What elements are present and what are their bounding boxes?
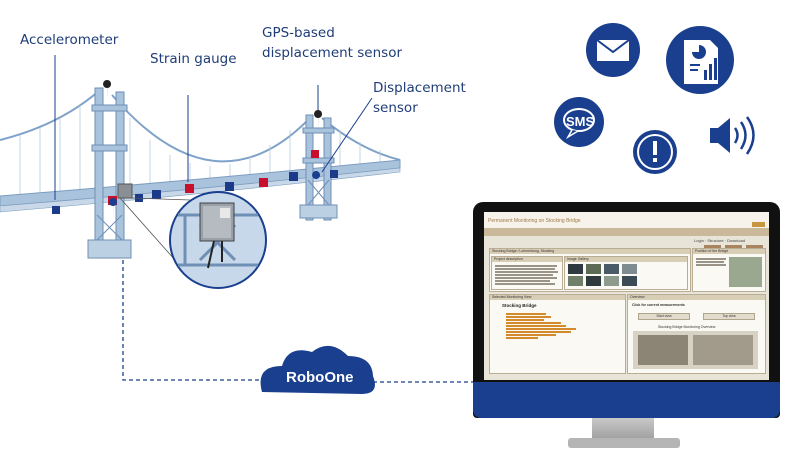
location-panel: Position of the Bridge [692,248,766,292]
top-view-button[interactable]: Top view [703,313,755,320]
gps-pin-icons [103,80,323,218]
sms-bubble-icon [554,97,604,147]
left-tower [87,87,132,259]
start-view-button[interactable]: Start view [638,313,690,320]
monitoring-app-screen: Permanent Monitoring on Stocking Bridge … [484,212,769,380]
project-description-panel: Project description [491,256,563,290]
selected-view-panel: Selected Monitoring View Stocking Bridge [489,294,626,374]
connection-line-bridge-to-cloud [122,225,262,381]
strain-gauge-label: Strain gauge [150,51,237,67]
cloud-shape [260,345,375,394]
main-cable-left [0,89,101,141]
gps-sensor-label: GPS-based displacement sensor [262,25,403,61]
main-cable-center [111,94,311,163]
screen-logo [752,222,765,227]
right-tower [299,114,338,221]
report-document-icon [666,26,734,94]
accelerometer-label: Accelerometer [20,32,119,48]
speaker-volume-icon [710,116,755,155]
sms-label: SMS [566,114,595,129]
sensor-box-small [117,183,133,199]
overview-panel: Overview Click for current measurements … [627,294,766,374]
sensor-magnifier [169,191,267,289]
screen-header-links[interactable]: Login · Structure · Download [694,238,745,243]
cloud-label: RoboOne [286,369,354,386]
mail-icon [586,23,640,77]
main-cable-right [321,117,401,161]
screen-nav-button-3[interactable] [746,245,763,250]
displacement-sensor-pointer [321,97,373,173]
exclamation-alert-icon [633,130,677,174]
image-gallery-panel: Image Gallery [564,256,688,290]
screen-nav-button-2[interactable] [725,245,742,250]
monitor-stand [592,418,654,440]
screen-page-title: Permanent Monitoring on Stocking Bridge [488,218,581,224]
screen-nav-button-1[interactable] [704,245,721,250]
displacement-sensor-label: Displacement sensor [373,80,466,116]
monitor-base [568,438,680,448]
monitor: Permanent Monitoring on Stocking Bridge … [473,202,780,418]
